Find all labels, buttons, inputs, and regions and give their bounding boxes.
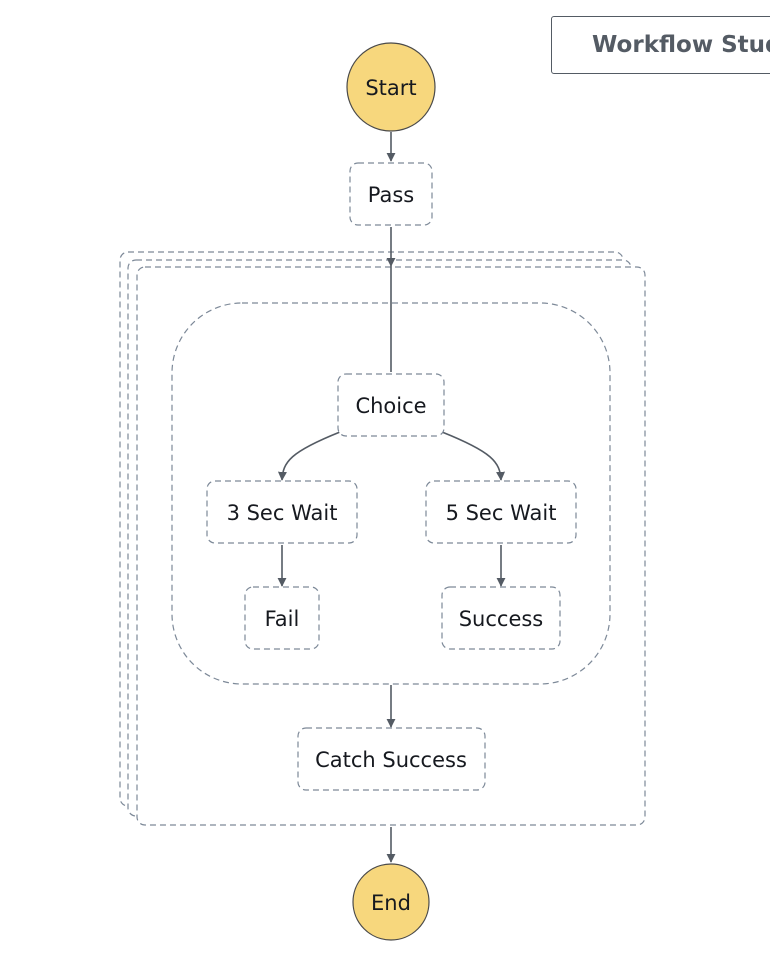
pass-state[interactable]: Pass (349, 162, 433, 226)
wait-3-sec-box (206, 480, 358, 544)
catch-success-label: Catch Success (315, 748, 467, 772)
success-box (441, 586, 561, 650)
edges (277, 132, 506, 863)
workflow-studio-button[interactable]: Workflow Studio (551, 16, 770, 74)
fail-state[interactable]: Fail (244, 586, 320, 650)
end-circle (352, 863, 430, 941)
fail-box (244, 586, 320, 650)
pass-label: Pass (368, 183, 414, 207)
success-state[interactable]: Success (441, 586, 561, 650)
start-node[interactable]: Start (346, 42, 436, 132)
end-label: End (371, 891, 411, 915)
edge-choice-wait3 (277, 431, 341, 481)
end-node[interactable]: End (352, 863, 430, 941)
wait-5-sec-state[interactable]: 5 Sec Wait (425, 480, 577, 544)
start-circle (346, 42, 436, 132)
choice-label: Choice (355, 394, 426, 418)
pass-box (349, 162, 433, 226)
wait-3-sec-label: 3 Sec Wait (227, 501, 338, 525)
choice-box (337, 373, 445, 437)
catch-success-box (297, 727, 486, 791)
catch-success-state[interactable]: Catch Success (297, 727, 486, 791)
success-label: Success (459, 607, 544, 631)
edge-choice-wait5 (441, 431, 506, 481)
wait-5-sec-box (425, 480, 577, 544)
fail-label: Fail (265, 607, 300, 631)
choice-state[interactable]: Choice (337, 373, 445, 437)
workflow-studio-label: Workflow Studio (592, 32, 770, 58)
wait-3-sec-state[interactable]: 3 Sec Wait (206, 480, 358, 544)
start-label: Start (365, 76, 416, 100)
wait-5-sec-label: 5 Sec Wait (446, 501, 557, 525)
